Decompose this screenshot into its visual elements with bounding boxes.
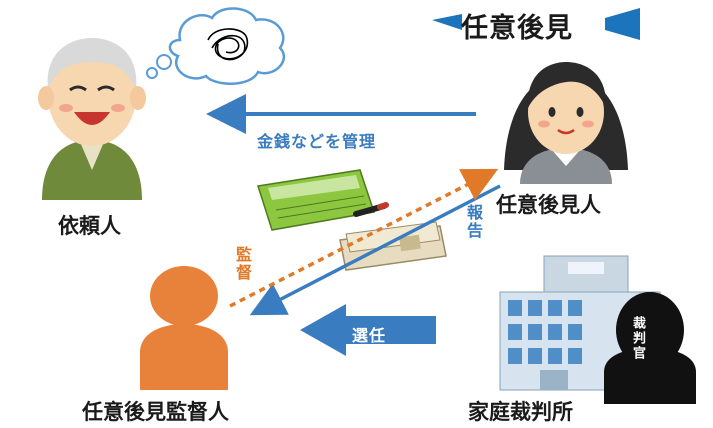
thought-bubble [146,7,286,85]
guardian-label: 任意後見人 [496,193,601,217]
manage-label: 金銭などを管理 [257,132,377,151]
client-label: 依頼人 [58,214,121,238]
appoint-label: 選任 [352,326,387,345]
supervisor-figure [140,266,228,390]
guardian-figure [504,62,628,184]
page-title: 任意後見 [461,13,573,44]
bankbook-icon [257,169,375,231]
client-figure [38,38,146,200]
appoint-arrow [300,304,436,356]
money-icon [339,221,447,271]
oversight-arrow [229,168,499,308]
supervisor-label: 任意後見監督人 [82,400,229,424]
pen-icon [353,202,389,217]
oversight-label: 監督 [233,246,252,282]
report-label: 報告 [464,204,483,240]
judge-figure [604,292,696,404]
report-arrow [249,184,501,316]
court-label: 家庭裁判所 [468,400,573,424]
title-banner-shape [432,8,640,40]
judge-label: 裁判官 [630,316,645,361]
